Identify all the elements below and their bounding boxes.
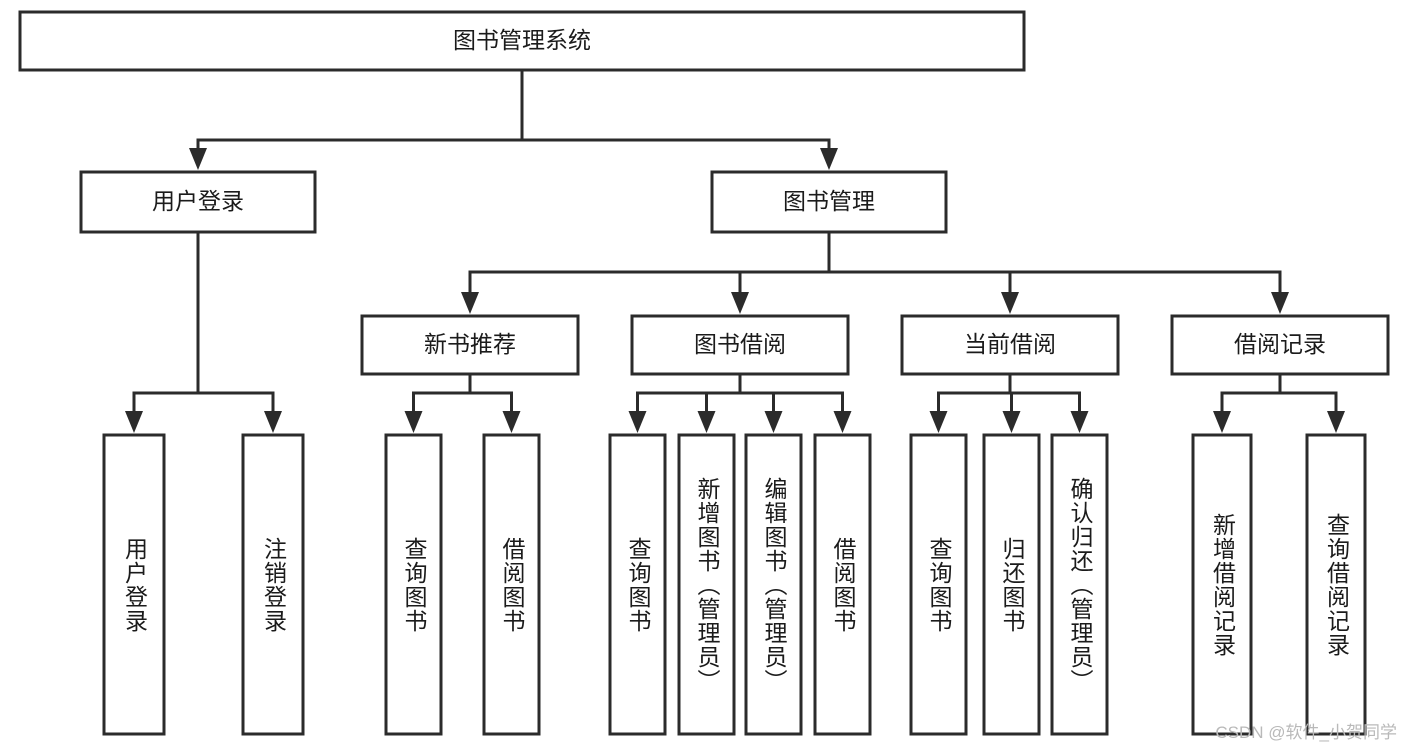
leaf-leaf-return-book-box[interactable]: [982, 433, 1041, 736]
arrow-head-icon: [189, 148, 207, 170]
root-node-box[interactable]: [18, 10, 1026, 72]
leaf-leaf-add-borrow-record-box[interactable]: [1191, 433, 1253, 736]
arrow-head-icon: [697, 411, 716, 433]
arrow-head-icon: [1213, 411, 1231, 433]
arrow-head-icon: [1001, 292, 1019, 314]
watermark-text: CSDN @软件_小贺同学: [1215, 723, 1397, 742]
leaf-leaf-query-book-cb-box[interactable]: [909, 433, 968, 736]
arrow-head-icon: [764, 411, 783, 433]
node-book_borrow-label: 图书借阅: [694, 331, 786, 357]
node-user_login-box[interactable]: [79, 170, 317, 234]
leaf-leaf-logout-login-box[interactable]: [241, 433, 305, 736]
arrow-head-icon: [628, 411, 647, 433]
leaf-leaf-borrow-book-br-box[interactable]: [813, 433, 872, 736]
arrow-head-icon: [502, 411, 521, 433]
arrow-head-icon: [1002, 411, 1021, 433]
arrow-head-icon: [1271, 292, 1289, 314]
leaf-leaf-borrow-book-rec-box[interactable]: [482, 433, 541, 736]
arrow-head-icon: [833, 411, 852, 433]
arrow-head-icon: [264, 411, 282, 433]
leaf-leaf-edit-book-admin-box[interactable]: [744, 433, 803, 736]
leaf-leaf-query-borrow-record-box[interactable]: [1305, 433, 1367, 736]
node-current_borrow-label: 当前借阅: [964, 331, 1056, 357]
connector-edges: [125, 68, 1345, 433]
arrow-head-icon: [1327, 411, 1345, 433]
node-user_login-label: 用户登录: [152, 188, 244, 214]
arrow-head-icon: [404, 411, 423, 433]
node-borrow_record-label: 借阅记录: [1234, 331, 1326, 357]
node-current_borrow-box[interactable]: [900, 314, 1120, 376]
leaf-leaf-confirm-return-box[interactable]: [1050, 433, 1109, 736]
node-boxes: [18, 10, 1390, 736]
leaf-leaf-query-book-rec-box[interactable]: [384, 433, 443, 736]
root-node-label: 图书管理系统: [453, 27, 591, 53]
arrow-head-icon: [461, 292, 479, 314]
leaf-leaf-user-login-box[interactable]: [102, 433, 166, 736]
arrow-head-icon: [125, 411, 143, 433]
node-book_borrow-box[interactable]: [630, 314, 850, 376]
arrow-head-icon: [820, 148, 838, 170]
leaf-leaf-query-book-br-box[interactable]: [608, 433, 667, 736]
arrow-head-icon: [929, 411, 948, 433]
node-new_book_rec-box[interactable]: [360, 314, 580, 376]
node-book_manage-label: 图书管理: [783, 188, 875, 214]
arrow-head-icon: [731, 292, 749, 314]
leaf-leaf-add-book-admin-box[interactable]: [677, 433, 736, 736]
node-borrow_record-box[interactable]: [1170, 314, 1390, 376]
arrow-head-icon: [1070, 411, 1089, 433]
node-book_manage-box[interactable]: [710, 170, 948, 234]
node-new_book_rec-label: 新书推荐: [424, 331, 516, 357]
